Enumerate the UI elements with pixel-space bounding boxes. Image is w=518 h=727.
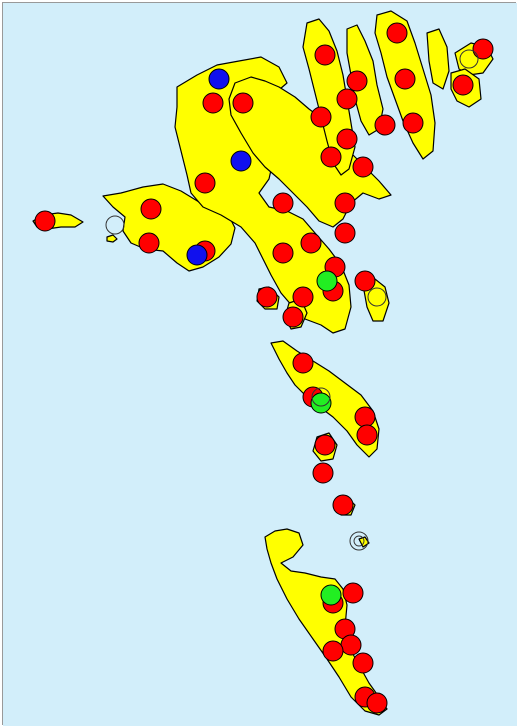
blue-marker-1[interactable] xyxy=(208,68,230,90)
empty-marker-2[interactable] xyxy=(459,49,479,69)
empty-marker-4[interactable] xyxy=(311,387,331,407)
red-marker-2[interactable] xyxy=(472,38,494,60)
red-marker-29[interactable] xyxy=(332,494,354,516)
map-canvas[interactable] xyxy=(3,3,517,726)
empty-marker-3[interactable] xyxy=(367,287,387,307)
red-marker-36[interactable] xyxy=(402,112,424,134)
red-marker-44[interactable] xyxy=(342,582,364,604)
red-marker-3[interactable] xyxy=(314,44,336,66)
red-marker-45[interactable] xyxy=(352,652,374,674)
red-marker-27[interactable] xyxy=(356,424,378,446)
empty-marker-5[interactable] xyxy=(349,531,369,551)
red-marker-22[interactable] xyxy=(292,286,314,308)
red-marker-40[interactable] xyxy=(272,242,294,264)
red-marker-11[interactable] xyxy=(194,172,216,194)
blue-marker-3[interactable] xyxy=(186,244,208,266)
island-eysturoy xyxy=(228,76,392,228)
island-vagar-holm xyxy=(106,234,118,243)
red-marker-24[interactable] xyxy=(282,306,304,328)
red-marker-39[interactable] xyxy=(202,92,224,114)
red-marker-9[interactable] xyxy=(336,128,358,150)
red-marker-8[interactable] xyxy=(374,114,396,136)
red-marker-31[interactable] xyxy=(340,634,362,656)
green-marker-3[interactable] xyxy=(320,584,342,606)
red-marker-28[interactable] xyxy=(314,434,336,456)
red-marker-32[interactable] xyxy=(322,640,344,662)
red-marker-37[interactable] xyxy=(352,156,374,178)
red-marker-20[interactable] xyxy=(354,270,376,292)
red-marker-5[interactable] xyxy=(394,68,416,90)
green-marker-2[interactable] xyxy=(310,392,332,414)
red-marker-21[interactable] xyxy=(256,286,278,308)
markers-layer xyxy=(34,22,494,714)
red-marker-10[interactable] xyxy=(320,146,342,168)
red-marker-26[interactable] xyxy=(354,406,376,428)
red-marker-34[interactable] xyxy=(366,692,388,714)
red-marker-15[interactable] xyxy=(34,210,56,232)
empty-marker-inner-ring xyxy=(353,535,365,547)
red-marker-46[interactable] xyxy=(272,192,294,214)
green-marker-1[interactable] xyxy=(316,270,338,292)
red-marker-7[interactable] xyxy=(336,88,358,110)
red-marker-42[interactable] xyxy=(292,352,314,374)
red-marker-12[interactable] xyxy=(334,192,356,214)
red-marker-14[interactable] xyxy=(334,222,356,244)
red-marker-41[interactable] xyxy=(312,462,334,484)
red-marker-35[interactable] xyxy=(310,106,332,128)
empty-marker-1[interactable] xyxy=(105,215,125,235)
red-marker-18[interactable] xyxy=(300,232,322,254)
red-marker-1[interactable] xyxy=(386,22,408,44)
blue-marker-2[interactable] xyxy=(230,150,252,172)
red-marker-6[interactable] xyxy=(452,74,474,96)
red-marker-38[interactable] xyxy=(232,92,254,114)
red-marker-16[interactable] xyxy=(138,232,160,254)
red-marker-13[interactable] xyxy=(140,198,162,220)
island-vidoy xyxy=(426,28,450,90)
red-marker-4[interactable] xyxy=(346,70,368,92)
